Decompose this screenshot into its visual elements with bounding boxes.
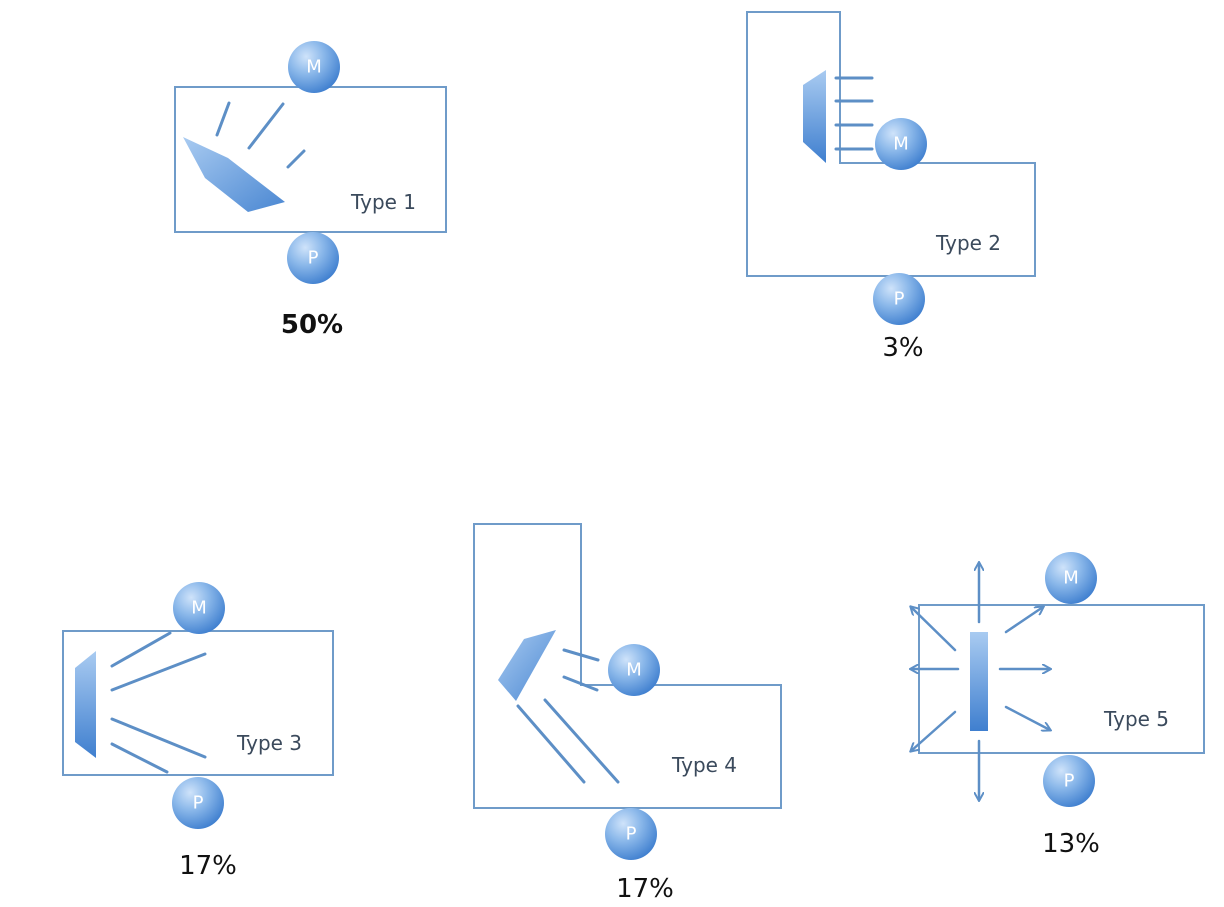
- type-4-percent: 17%: [616, 874, 674, 904]
- m-node-letter: M: [893, 134, 909, 155]
- type-2-diagram: Type 2 M P 3%: [746, 11, 1036, 363]
- type-5-emitter: [970, 632, 988, 731]
- type-4-room: [473, 523, 782, 809]
- type-5-diagram: Type 5 M P 13%: [911, 552, 1205, 859]
- type-3-ray: [110, 652, 207, 692]
- type-3-label: Type 3: [236, 731, 302, 755]
- type-3-ray: [110, 631, 172, 668]
- type-5-arrow: [1004, 705, 1050, 730]
- type-5-percent: 13%: [1042, 829, 1100, 859]
- type-5-arrow: [1004, 607, 1043, 634]
- type-5-arrow: [911, 607, 957, 652]
- type-5-p-node: P: [1043, 755, 1095, 807]
- m-node-letter: M: [626, 660, 642, 681]
- type-1-diagram: Type 1 M P 50%: [174, 41, 447, 340]
- type-5-room: [918, 604, 1205, 754]
- type-3-emitter: [75, 651, 96, 758]
- p-node-letter: P: [1064, 771, 1075, 792]
- type-3-p-node: P: [172, 777, 224, 829]
- type-1-ray: [247, 102, 285, 150]
- type-5-label: Type 5: [1103, 707, 1169, 731]
- type-4-label: Type 4: [671, 753, 737, 777]
- type-4-emitter: [498, 630, 556, 701]
- type-1-percent: 50%: [281, 310, 343, 340]
- p-node-letter: P: [894, 289, 905, 310]
- type-4-ray: [516, 704, 586, 784]
- type-3-m-node: M: [173, 582, 225, 634]
- type-5-m-node: M: [1045, 552, 1097, 604]
- type-2-m-node: M: [875, 118, 927, 170]
- type-1-m-node: M: [288, 41, 340, 93]
- p-node-letter: P: [626, 824, 637, 845]
- m-node-letter: M: [1063, 568, 1079, 589]
- type-1-ray: [215, 101, 231, 137]
- type-2-emitter: [803, 70, 826, 163]
- type-5-arrow: [911, 710, 957, 751]
- type-3-percent: 17%: [179, 851, 237, 881]
- type-2-percent: 3%: [882, 333, 923, 363]
- type-2-label: Type 2: [935, 231, 1001, 255]
- type-4-ray: [543, 698, 620, 784]
- type-4-ray: [562, 675, 599, 692]
- m-node-letter: M: [306, 57, 322, 78]
- type-1-p-node: P: [287, 232, 339, 284]
- type-4-diagram: Type 4 M P 17%: [473, 523, 782, 904]
- type-1-emitter: [183, 137, 285, 212]
- m-node-letter: M: [191, 598, 207, 619]
- type-3-ray: [110, 717, 207, 759]
- type-3-ray: [110, 742, 169, 774]
- type-4-ray: [562, 648, 600, 662]
- type-2-p-node: P: [873, 273, 925, 325]
- type-2-room: [746, 11, 1036, 277]
- type-4-p-node: P: [605, 808, 657, 860]
- type-4-m-node: M: [608, 644, 660, 696]
- p-node-letter: P: [308, 248, 319, 269]
- type-3-diagram: Type 3 M P 17%: [62, 582, 334, 881]
- type-1-ray: [286, 149, 306, 169]
- p-node-letter: P: [193, 793, 204, 814]
- type-1-label: Type 1: [350, 190, 416, 214]
